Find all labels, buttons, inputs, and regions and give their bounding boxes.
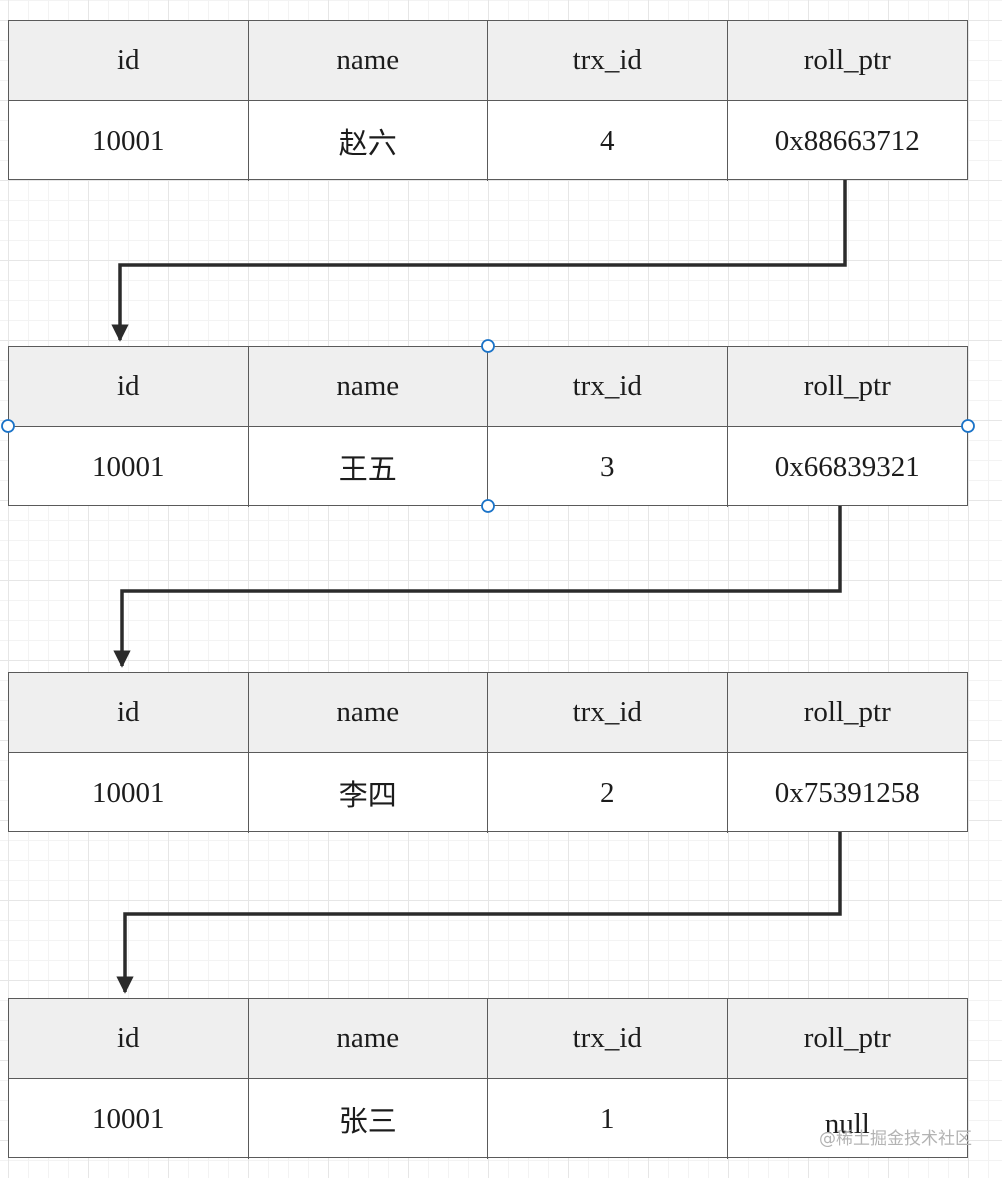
cell-name: 张三 bbox=[249, 1079, 488, 1159]
cell-trx-id: 3 bbox=[488, 427, 728, 507]
cell-trx-id: 2 bbox=[488, 753, 728, 833]
header-roll-ptr: roll_ptr bbox=[727, 673, 967, 753]
header-trx-id: trx_id bbox=[488, 21, 728, 101]
header-name: name bbox=[248, 999, 488, 1079]
undo-record-1[interactable]: id name trx_id roll_ptr 10001 赵六 4 0x886… bbox=[8, 20, 968, 181]
cell-name: 赵六 bbox=[249, 101, 488, 181]
cell-id: 10001 bbox=[9, 753, 249, 833]
cell-roll-ptr: null bbox=[824, 1108, 870, 1140]
header-id: id bbox=[9, 21, 249, 101]
header-id: id bbox=[9, 999, 249, 1079]
watermark: @稀土掘金技术社区 bbox=[819, 1129, 972, 1149]
cell-name: 王五 bbox=[249, 427, 488, 507]
roll-ptr-arrow-1[interactable] bbox=[111, 180, 847, 342]
header-trx-id: trx_id bbox=[488, 999, 728, 1079]
header-name: name bbox=[248, 347, 488, 427]
header-name: name bbox=[248, 673, 488, 753]
roll-ptr-arrow-3[interactable] bbox=[116, 832, 842, 994]
cell-id: 10001 bbox=[9, 101, 249, 181]
header-roll-ptr: roll_ptr bbox=[727, 347, 967, 427]
header-trx-id: trx_id bbox=[488, 673, 728, 753]
header-trx-id: trx_id bbox=[488, 347, 728, 427]
cell-roll-ptr: 0x66839321 bbox=[774, 450, 920, 483]
undo-record-3[interactable]: id name trx_id roll_ptr 10001 李四 2 0x753… bbox=[8, 672, 968, 833]
cell-trx-id: 4 bbox=[488, 101, 728, 181]
undo-record-2[interactable]: id name trx_id roll_ptr 10001 王五 3 0x668… bbox=[8, 346, 968, 507]
cell-name: 李四 bbox=[249, 753, 488, 833]
header-id: id bbox=[9, 673, 249, 753]
header-roll-ptr: roll_ptr bbox=[727, 999, 967, 1079]
cell-id: 10001 bbox=[9, 427, 249, 507]
header-roll-ptr: roll_ptr bbox=[727, 21, 967, 101]
roll-ptr-arrow-2[interactable] bbox=[113, 506, 842, 668]
cell-roll-ptr: 0x88663712 bbox=[774, 124, 920, 157]
cell-roll-ptr: 0x75391258 bbox=[774, 776, 920, 809]
header-id: id bbox=[9, 347, 249, 427]
undo-record-4[interactable]: id name trx_id roll_ptr 10001 张三 1 null bbox=[8, 998, 968, 1159]
cell-id: 10001 bbox=[9, 1079, 249, 1159]
cell-trx-id: 1 bbox=[488, 1079, 728, 1159]
header-name: name bbox=[248, 21, 488, 101]
